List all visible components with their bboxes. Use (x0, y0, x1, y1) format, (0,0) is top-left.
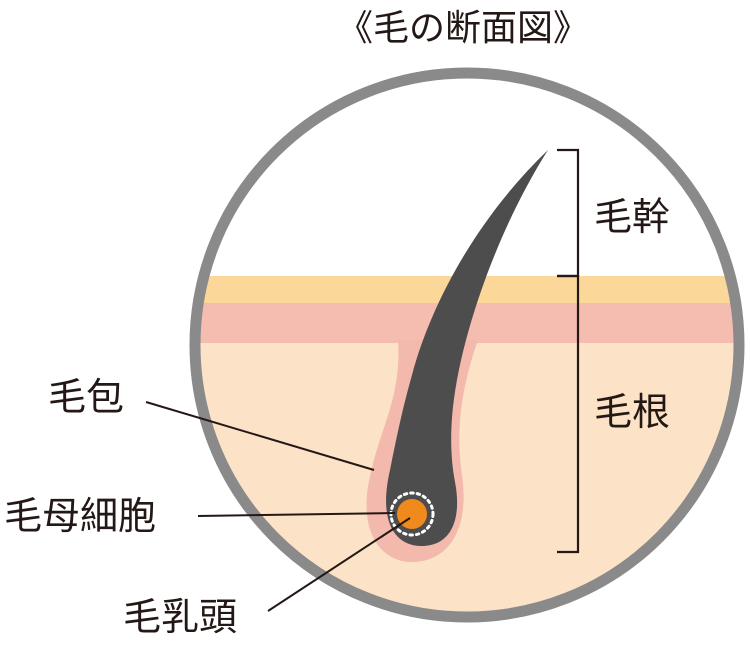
skin-layers (195, 73, 739, 617)
bracket-hair-root (557, 274, 580, 554)
label-follicle: 毛包 (48, 375, 124, 419)
label-hair-root: 毛根 (594, 390, 670, 434)
cross-section-ring (189, 67, 745, 623)
leader-line-matrix-cells (197, 512, 396, 517)
hair-strand (386, 150, 548, 547)
label-hair-shaft: 毛幹 (594, 195, 670, 239)
label-papilla: 毛乳頭 (123, 595, 237, 639)
leader-line-follicle (145, 401, 375, 471)
diagram-title: 《毛の断面図》 (337, 8, 589, 49)
leader-line-papilla (267, 517, 411, 612)
label-matrix-cells: 毛母細胞 (4, 494, 156, 538)
